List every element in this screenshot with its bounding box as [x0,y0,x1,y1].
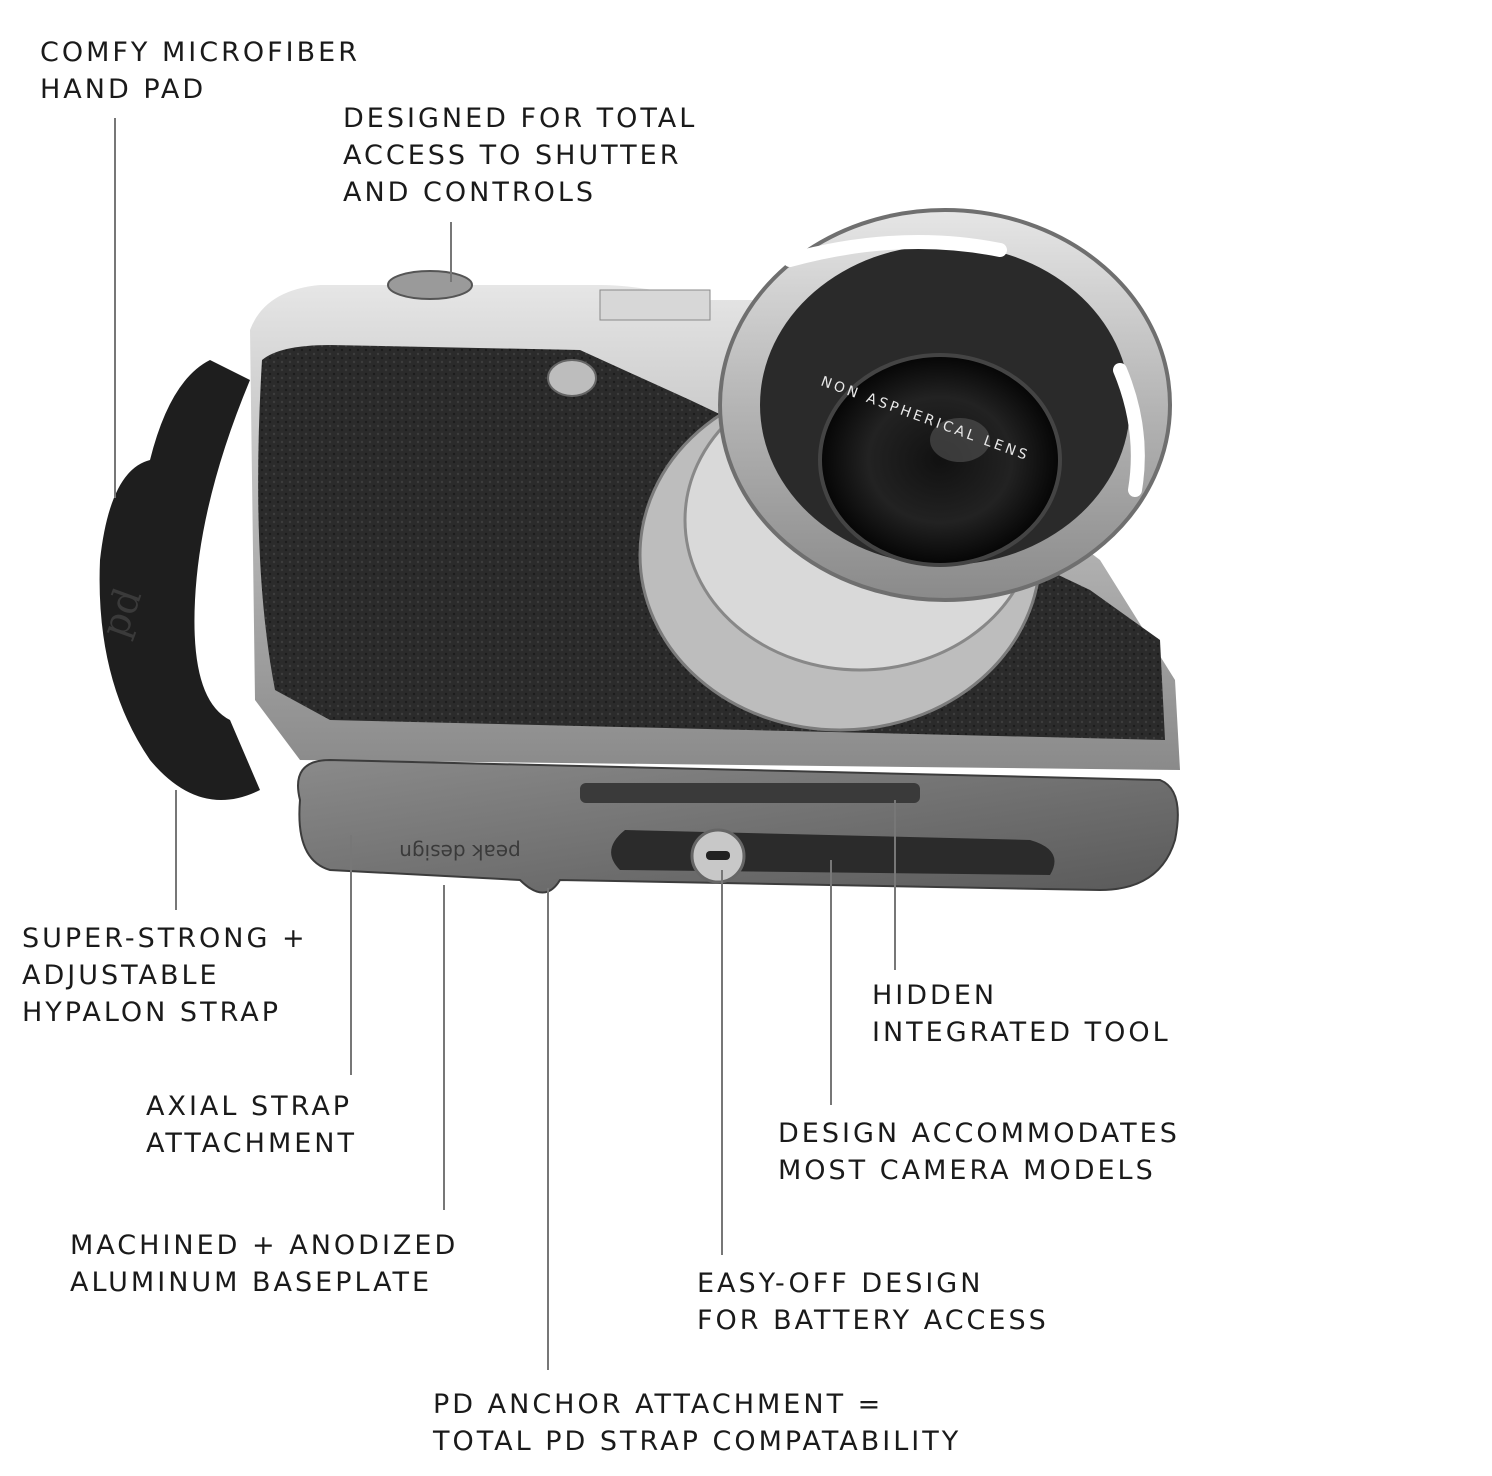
callout-models: DESIGN ACCOMMODATES MOST CAMERA MODELS [778,1118,1180,1186]
callout-shutter-access: DESIGNED FOR TOTAL ACCESS TO SHUTTER AND… [343,103,698,208]
shutter-button [547,359,597,397]
leader-tool [894,800,896,970]
callout-strap: SUPER-STRONG + ADJUSTABLE HYPALON STRAP [22,923,308,1028]
lens-glass [818,353,1062,567]
callout-tool: HIDDEN INTEGRATED TOOL [872,980,1171,1048]
leader-hand-pad [114,118,116,498]
leader-axial [350,835,352,1075]
callout-baseplate: MACHINED + ANODIZED ALUMINUM BASEPLATE [70,1230,459,1298]
leader-baseplate [443,885,445,1210]
hot-shoe [599,289,711,321]
hand-strap [99,360,260,800]
leader-shutter [450,222,452,282]
shutter-dial [387,270,473,300]
leader-anchor [547,888,549,1370]
leader-models [830,860,832,1105]
plate-brand: peak design [399,840,521,864]
callout-axial: AXIAL STRAP ATTACHMENT [146,1091,357,1159]
leader-battery [721,870,723,1255]
callout-anchor: PD ANCHOR ATTACHMENT = TOTAL PD STRAP CO… [433,1389,962,1457]
leader-strap [175,790,177,910]
callout-battery: EASY-OFF DESIGN FOR BATTERY ACCESS [697,1268,1049,1336]
callout-hand-pad: COMFY MICROFIBER HAND PAD [40,37,360,105]
